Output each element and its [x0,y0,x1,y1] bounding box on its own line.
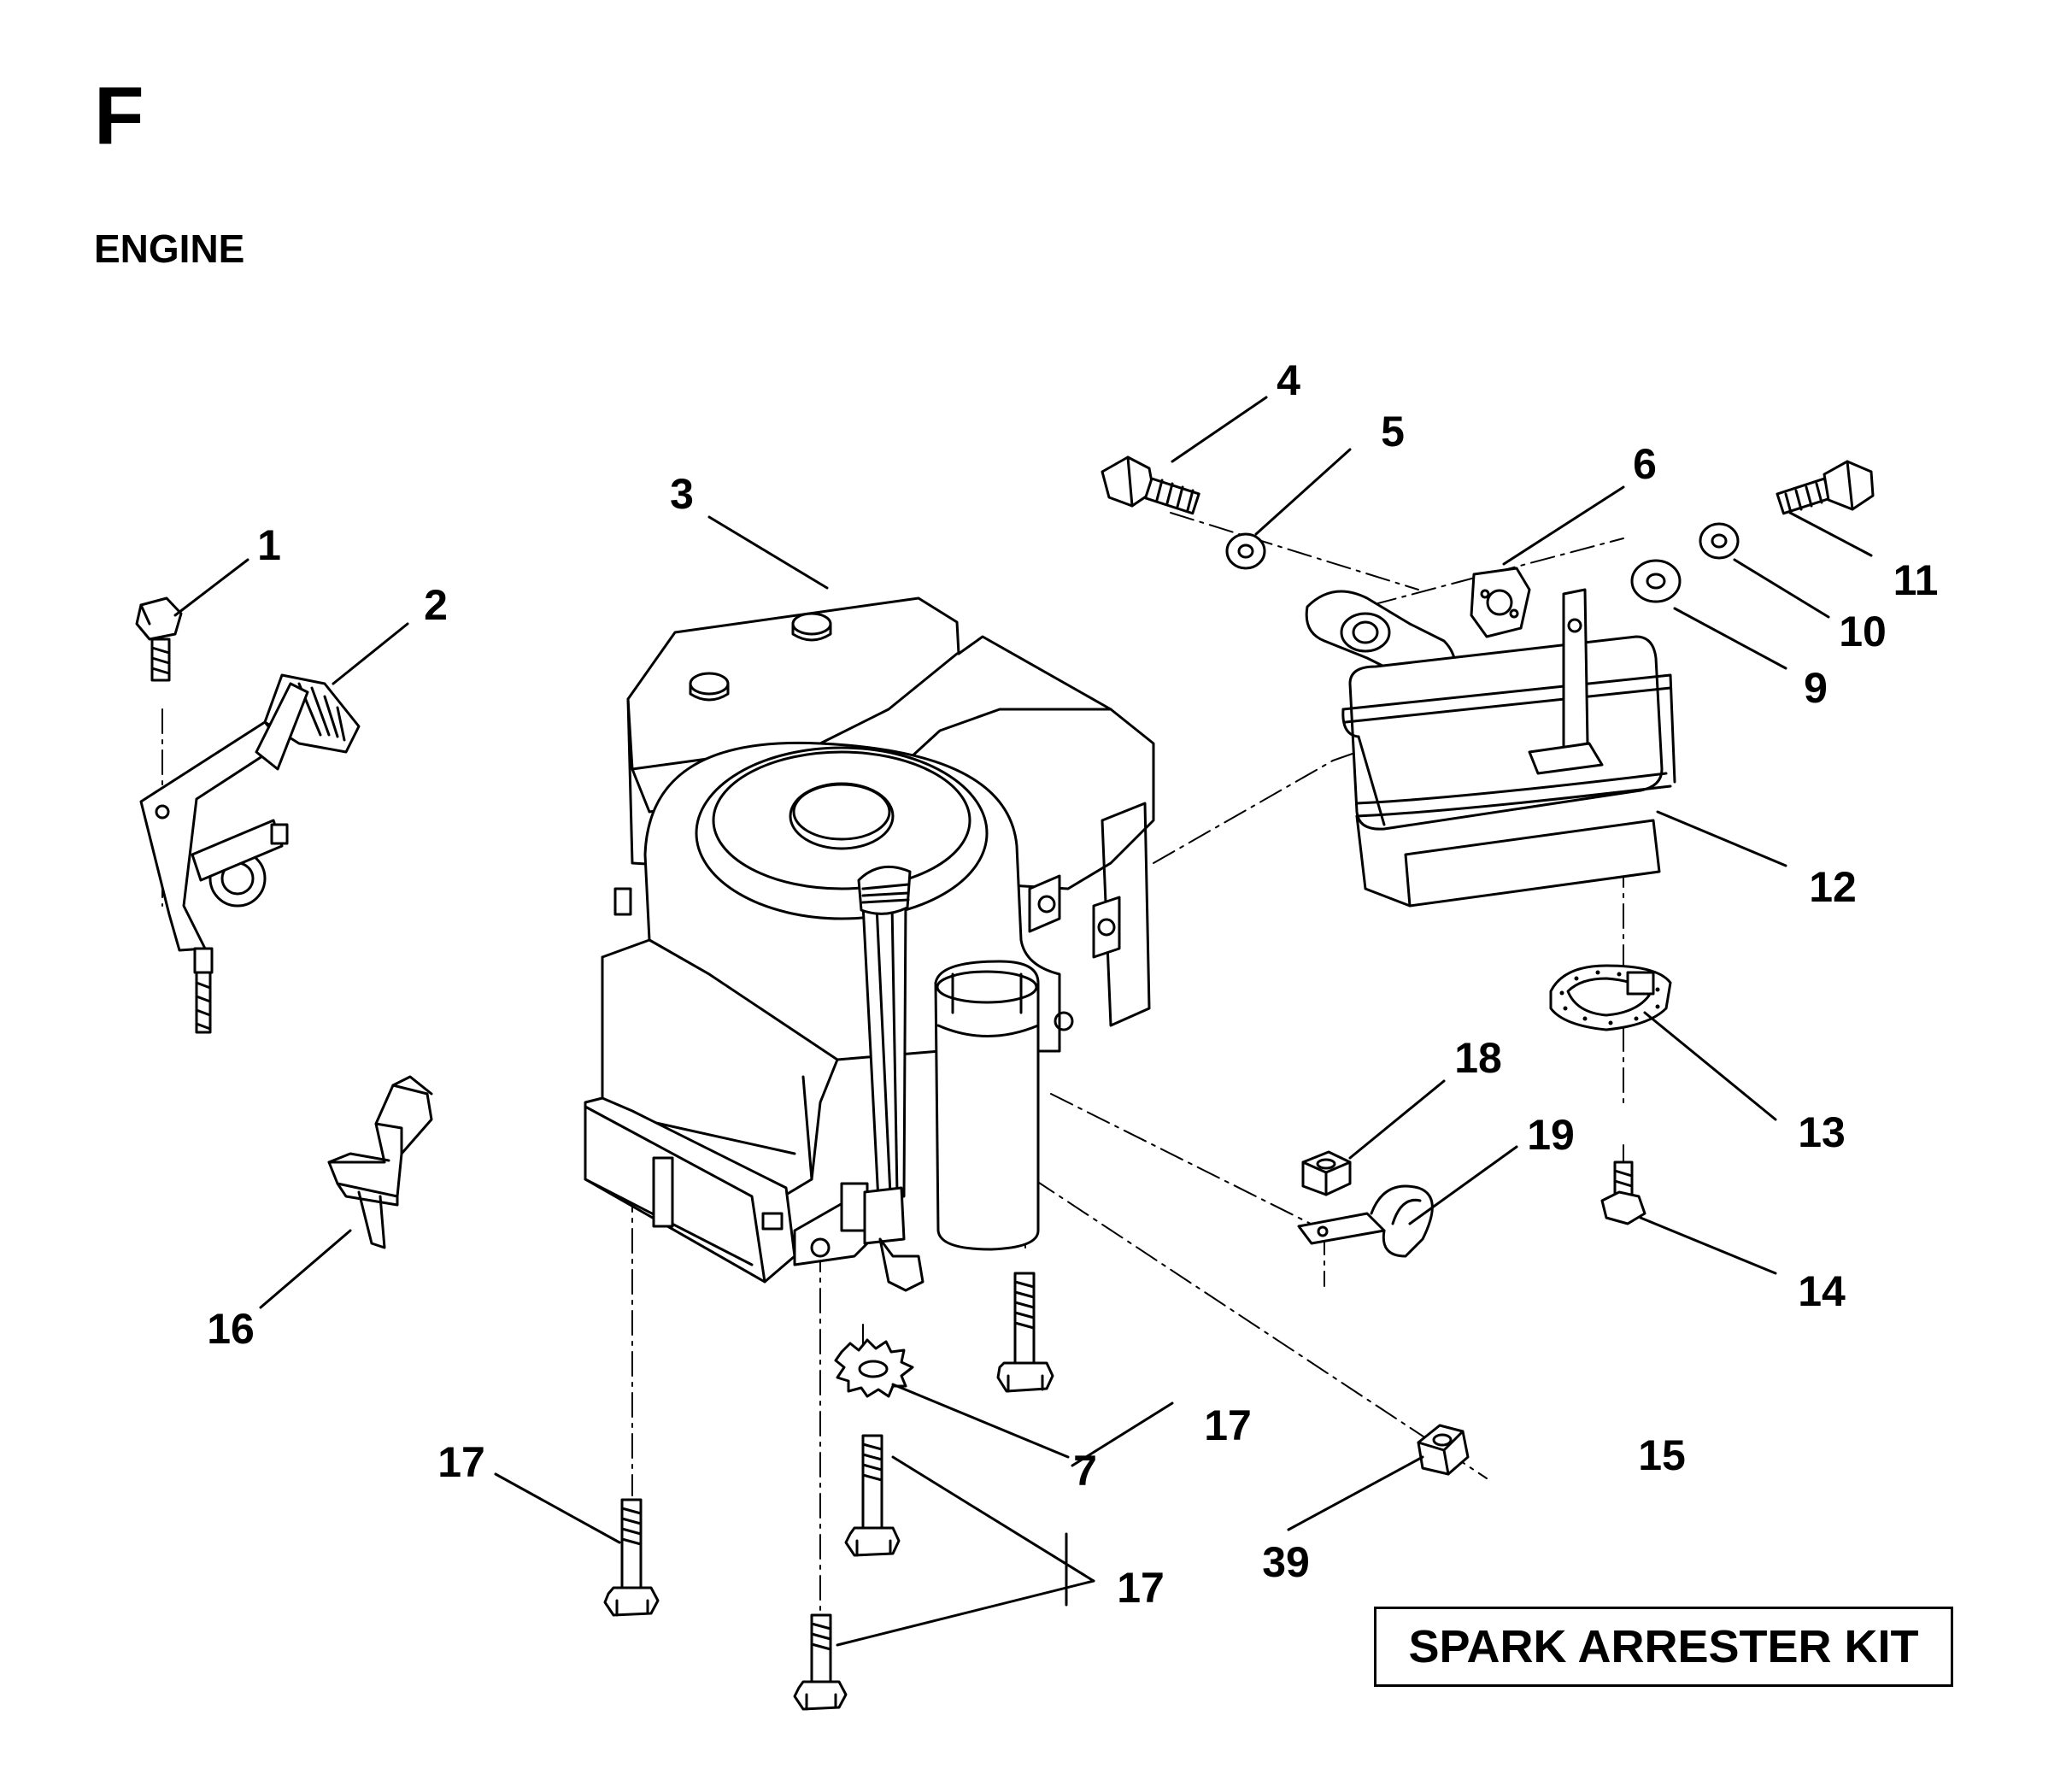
callout-9: 9 [1804,664,1828,712]
spark-arrester-kit-box: SPARK ARRESTER KIT [1374,1607,1953,1687]
callout-19: 19 [1527,1111,1575,1159]
part-9-washer [1630,559,1682,603]
part-18-nut [1301,1150,1352,1196]
callout-1: 1 [257,521,281,569]
callout-17-bottom: 17 [1117,1564,1165,1612]
part-12-muffler [1341,588,1676,908]
callout-5: 5 [1381,408,1405,455]
part-39-nut [1417,1424,1470,1476]
callout-4: 4 [1277,356,1300,404]
callout-15: 15 [1638,1431,1686,1479]
callout-6: 6 [1633,440,1657,488]
part-5-washer [1225,532,1266,570]
part-13-spark-arrester-screen [1549,964,1672,1031]
callout-39: 39 [1262,1538,1310,1586]
part-6-gasket [1470,567,1531,638]
part-14-screw [1600,1160,1646,1225]
part-17-bolt-middle [844,1434,901,1557]
callout-11: 11 [1893,556,1939,604]
callout-2: 2 [424,581,448,629]
part-3-engine [584,596,1155,1292]
part-17-bolt-center [996,1272,1054,1393]
part-17-bolt-left [603,1498,660,1617]
callout-16: 16 [207,1305,255,1353]
callout-17-left: 17 [437,1438,485,1486]
callout-17-center: 17 [1204,1401,1252,1449]
callout-10: 10 [1839,608,1887,655]
part-2-throttle-control [139,673,361,1034]
section-title: ENGINE [94,226,245,271]
part-16-bracket [327,1075,433,1249]
callout-18: 18 [1454,1034,1502,1082]
part-10-washer [1699,522,1740,560]
part-19-clamp [1297,1184,1434,1258]
section-letter: F [94,70,144,162]
callout-12: 12 [1809,863,1857,911]
part-4-bolt [1101,455,1200,515]
callout-7: 7 [1073,1447,1097,1495]
assembly-lines [161,512,1624,1659]
leader-lines [173,396,1873,1647]
part-1-bolt [135,596,183,682]
spark-arrester-kit-label: SPARK ARRESTER KIT [1408,1621,1919,1672]
callout-14: 14 [1798,1267,1846,1315]
part-17-bolt-bottom [793,1613,848,1711]
callout-13: 13 [1798,1108,1846,1156]
part-11-bolt [1776,460,1875,515]
callout-3: 3 [670,470,694,518]
part-7-star-washer [834,1338,914,1398]
